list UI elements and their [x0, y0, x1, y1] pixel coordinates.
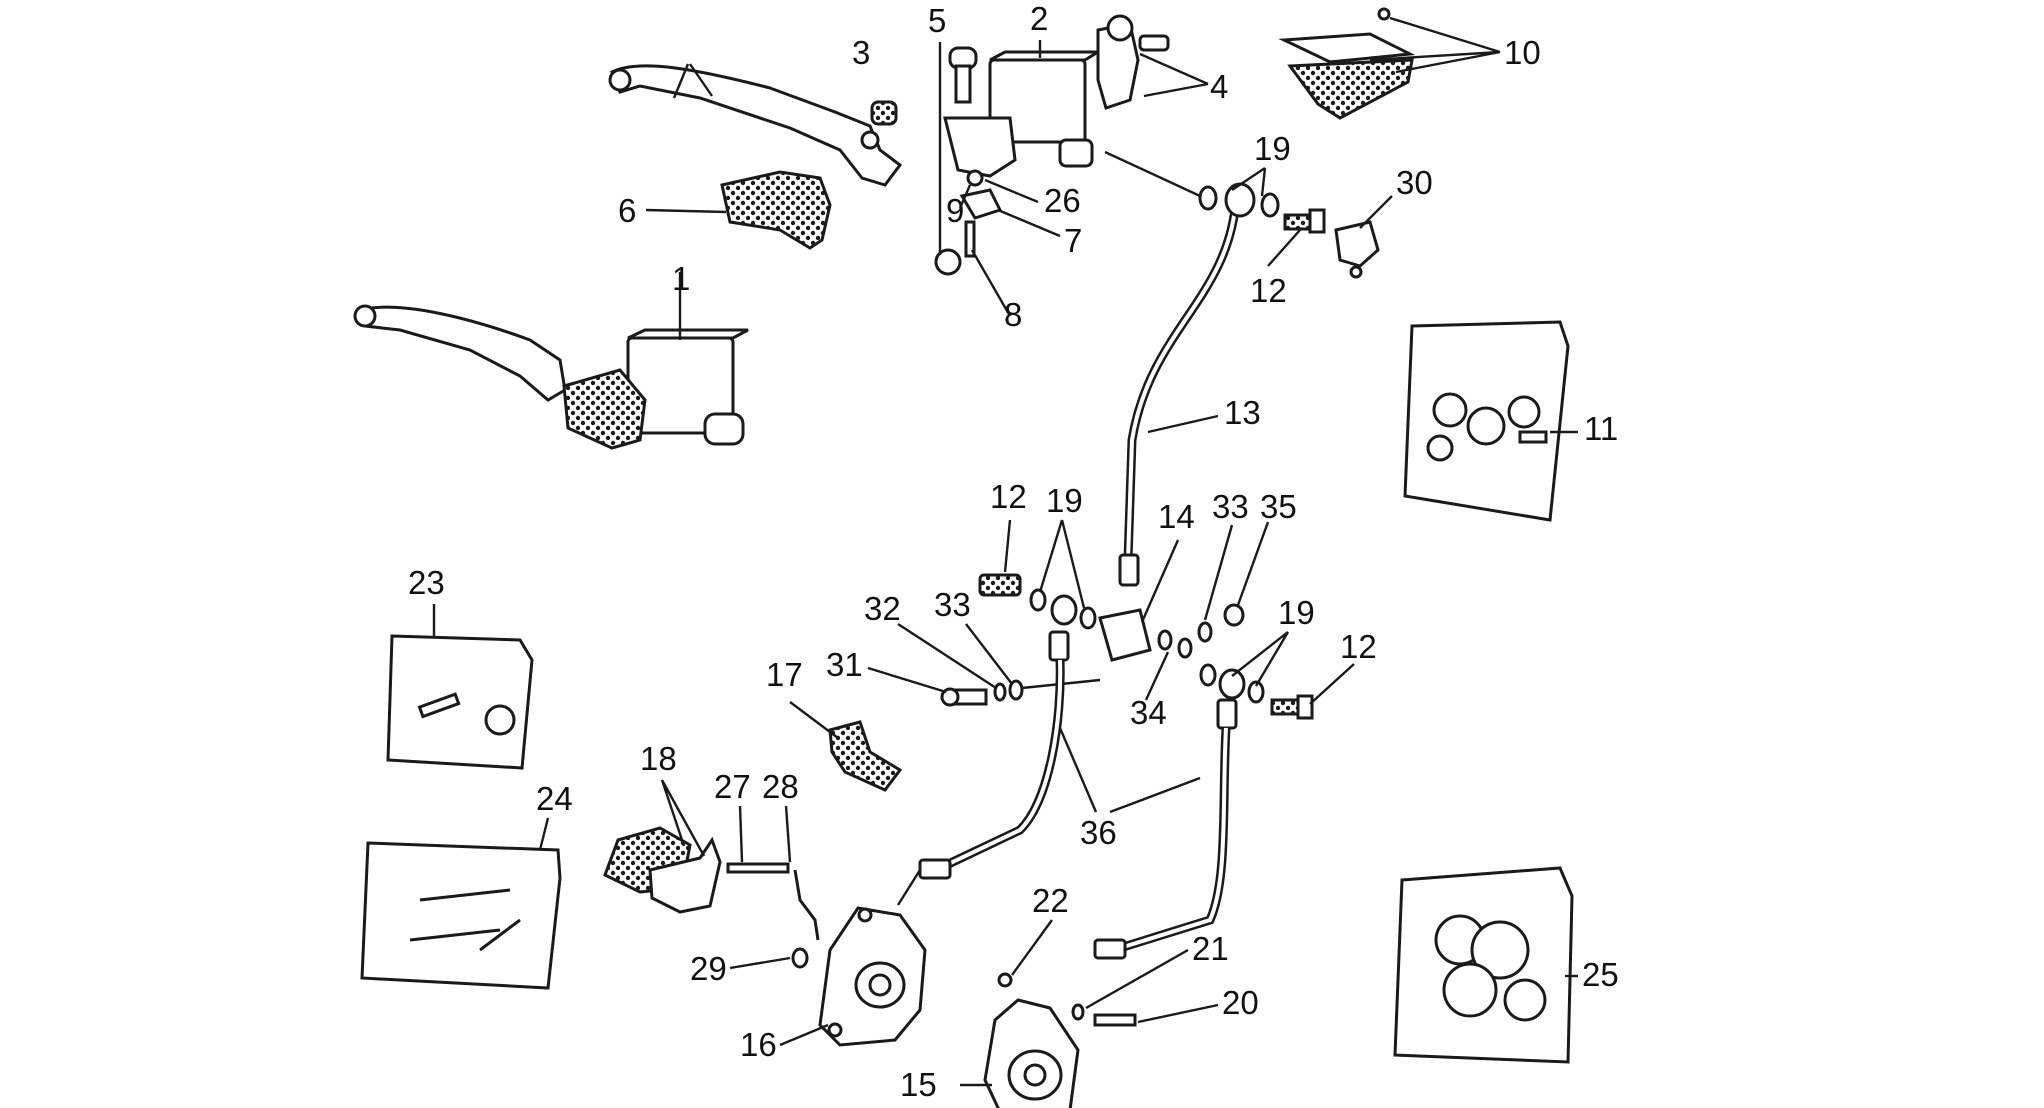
hose-distribution-block — [978, 573, 1245, 662]
reservoir-cover — [1278, 7, 1416, 120]
bleed-cap — [948, 46, 978, 104]
callout-8: 8 — [1004, 296, 1022, 333]
callout-19-top: 19 — [1254, 130, 1291, 167]
callout-13: 13 — [1224, 394, 1261, 431]
right-brake-caliper — [983, 972, 1137, 1108]
callout-30: 30 — [1396, 164, 1433, 201]
callout-2: 2 — [1030, 0, 1048, 37]
callout-36: 36 — [1080, 814, 1117, 851]
brake-pad-block-small — [720, 170, 832, 250]
callout-10: 10 — [1504, 34, 1541, 71]
callout-11: 11 — [1584, 410, 1618, 447]
lower-left-brake-hose — [896, 630, 1070, 906]
callout-17: 17 — [766, 656, 803, 693]
callout-labels: 1 2 3 4 5 6 7 8 9 10 11 12 12 12 13 14 1… — [408, 0, 1619, 1103]
upper-brake-lever — [608, 64, 903, 187]
callout-6: 6 — [618, 192, 636, 229]
callout-21: 21 — [1192, 930, 1229, 967]
pad-retaining-pin — [726, 862, 820, 969]
left-bolt-set — [940, 678, 1101, 707]
callout-3: 3 — [852, 34, 870, 71]
callout-26: 26 — [1044, 182, 1081, 219]
brake-pad-pair — [603, 826, 722, 914]
callout-31: 31 — [826, 646, 863, 683]
callout-9: 9 — [946, 192, 964, 229]
callout-29: 29 — [690, 950, 727, 987]
callout-20: 20 — [1222, 984, 1259, 1021]
seal-kit-bag — [1403, 320, 1570, 522]
upper-brake-hose — [1118, 199, 1241, 587]
callout-23: 23 — [408, 564, 445, 601]
switch-bracket — [934, 169, 1003, 276]
callout-7: 7 — [1064, 222, 1082, 259]
pin-kit-bag — [360, 841, 562, 990]
top-banjo-fitting — [1104, 150, 1326, 234]
callout-35: 35 — [1260, 488, 1297, 525]
callout-19-mid: 19 — [1046, 482, 1083, 519]
callout-22: 22 — [1032, 882, 1069, 919]
handlebar-clamp — [1096, 14, 1170, 110]
callout-25: 25 — [1582, 956, 1619, 993]
callout-4: 4 — [1210, 68, 1228, 105]
callout-33-right: 33 — [1212, 488, 1249, 525]
callout-1: 1 — [672, 260, 690, 297]
callout-19-right: 19 — [1278, 594, 1315, 631]
callout-28: 28 — [762, 768, 799, 805]
callout-12-top: 12 — [1250, 272, 1287, 309]
callout-27: 27 — [714, 768, 751, 805]
callout-24: 24 — [536, 780, 573, 817]
callout-32: 32 — [864, 590, 901, 627]
caliper-pad-single — [828, 720, 903, 792]
leader-lines — [432, 16, 1578, 1087]
brake-lever-master-cylinder — [353, 304, 749, 450]
callout-5: 5 — [928, 2, 946, 39]
callout-33-left: 33 — [934, 586, 971, 623]
brake-light-switch — [1334, 220, 1380, 279]
callout-16: 16 — [740, 1026, 777, 1063]
lower-right-brake-hose — [1093, 698, 1238, 960]
callout-15: 15 — [900, 1066, 937, 1103]
right-banjo-fitting — [1199, 663, 1314, 720]
callout-14: 14 — [1158, 498, 1195, 535]
bleeder-kit-bag — [386, 634, 534, 770]
callout-18: 18 — [640, 740, 677, 777]
left-brake-caliper — [818, 906, 927, 1047]
callout-12-left: 12 — [990, 478, 1027, 515]
callout-34: 34 — [1130, 694, 1167, 731]
callout-12-right: 12 — [1340, 628, 1377, 665]
lever-pivot-screw — [860, 100, 898, 150]
o-ring-kit-bag — [1393, 866, 1574, 1064]
